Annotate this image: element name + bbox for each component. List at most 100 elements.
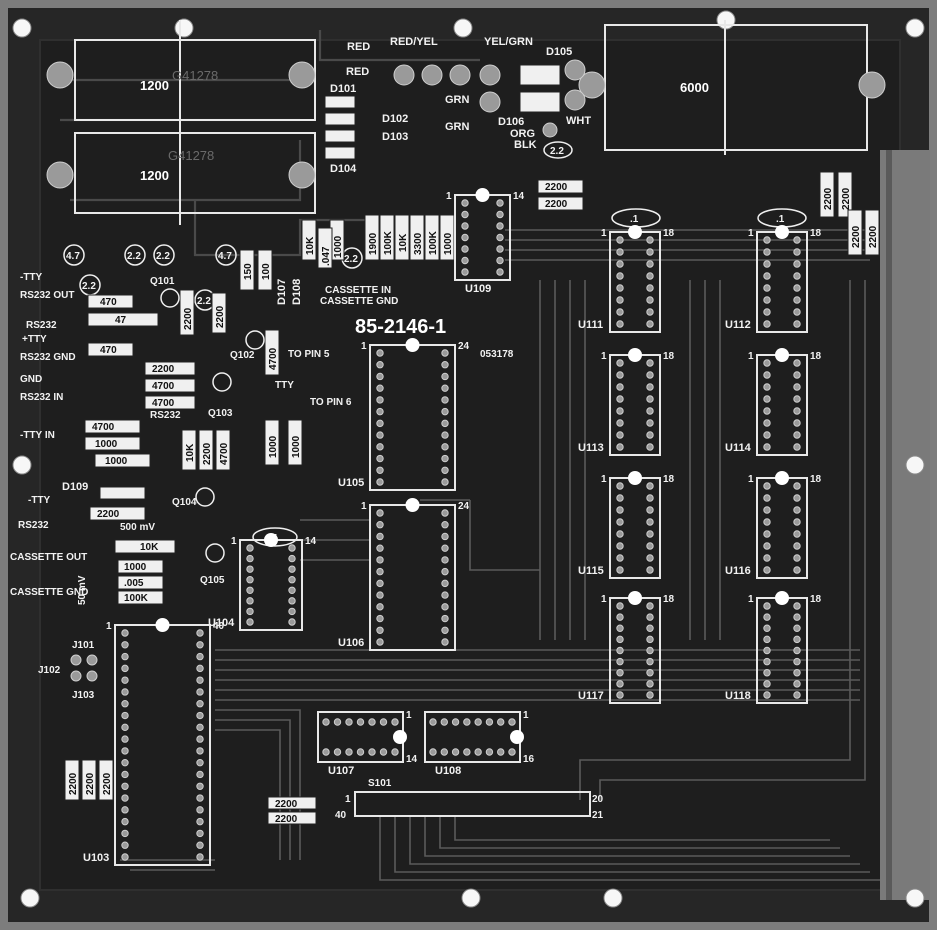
chip-pin	[121, 688, 129, 696]
chip-pin	[763, 635, 771, 644]
chip-pin	[196, 829, 204, 838]
chip-pin	[461, 233, 469, 242]
chip-pin	[616, 320, 624, 328]
pin1-marker	[775, 348, 789, 362]
svg-text:10K: 10K	[185, 443, 196, 462]
svg-text:2200: 2200	[102, 772, 113, 795]
svg-text:CASSETTE OUT: CASSETTE OUT	[10, 552, 87, 563]
chip-pin	[288, 618, 296, 626]
chip-pin	[121, 806, 129, 814]
chip-pin	[793, 624, 801, 632]
svg-text:2200: 2200	[275, 799, 298, 810]
chip-pin	[616, 566, 624, 574]
chip-pin	[196, 652, 204, 661]
chip-pin	[763, 518, 771, 526]
chip-pin	[616, 657, 624, 666]
date-code: 053178	[480, 349, 514, 360]
chip-pin	[196, 629, 204, 637]
chip-pin	[646, 602, 654, 610]
chip-pin	[763, 260, 771, 268]
chip-pin	[616, 260, 624, 268]
chip-pin-b: 18	[663, 474, 675, 485]
chip-pin	[616, 371, 624, 379]
svg-text:Q102: Q102	[230, 350, 255, 361]
chip-pin	[376, 521, 384, 529]
chip-pin	[646, 542, 654, 550]
chip-pin	[451, 718, 460, 726]
chip-pin	[763, 284, 771, 292]
pin1-marker	[510, 730, 524, 744]
chip-pin	[376, 419, 384, 428]
chip-pin	[461, 256, 469, 265]
chip-pin	[288, 554, 296, 563]
chip-pin	[793, 260, 801, 268]
chip-pin	[441, 603, 449, 611]
chip-pin	[793, 371, 801, 379]
svg-text:100K: 100K	[383, 230, 394, 255]
pin1-marker	[475, 188, 490, 202]
chip-pin-a: 1	[601, 351, 607, 362]
svg-text:GND: GND	[20, 374, 42, 385]
chip-pin	[646, 506, 654, 514]
chip-pin-a: 1	[106, 621, 112, 632]
chip-ref: U107	[328, 765, 354, 777]
svg-text:2200: 2200	[215, 305, 226, 328]
chip-pin	[646, 371, 654, 379]
chip-pin	[196, 806, 204, 814]
chip-pin	[121, 711, 129, 720]
chip-pin	[376, 466, 384, 474]
chip-pin	[646, 613, 654, 621]
chip-pin	[616, 518, 624, 526]
chip-pin	[763, 646, 771, 655]
chip-pin	[441, 591, 449, 599]
svg-text:S101: S101	[368, 778, 392, 789]
chip-pin	[496, 245, 504, 253]
chip-pin	[646, 296, 654, 304]
chip-pin	[333, 718, 342, 726]
chip-pin	[646, 530, 654, 538]
chip-pin	[121, 817, 129, 826]
chip-pin	[376, 614, 384, 623]
svg-text:RS232: RS232	[26, 320, 57, 331]
chip-pin-a: 1	[601, 228, 607, 239]
chip-pin	[121, 629, 129, 637]
chip-pin	[474, 718, 482, 726]
chip-pin	[763, 554, 771, 562]
chip-pin	[121, 758, 129, 767]
svg-text:4700: 4700	[152, 381, 175, 392]
chip-pin	[345, 748, 353, 756]
chip-pin	[763, 482, 771, 490]
chip-pin	[793, 443, 801, 451]
chip-pin	[646, 482, 654, 490]
chip-pin	[497, 718, 505, 726]
chip-pin	[376, 544, 384, 552]
chip-pin	[376, 567, 384, 576]
chip-pin	[196, 723, 204, 732]
chip-pin	[379, 748, 388, 756]
chip-pin	[763, 395, 771, 403]
chip-ref: U104	[208, 617, 235, 629]
chip-pin-b: 24	[458, 501, 470, 512]
chip-pin-b: 18	[810, 228, 822, 239]
chip-pin	[288, 597, 296, 605]
capacitor-c2: 1200 G41278	[46, 132, 316, 214]
chip-ref: U118	[725, 690, 751, 702]
svg-text:1000: 1000	[291, 435, 302, 458]
diode-d105: D105	[546, 46, 572, 58]
svg-text:2.2: 2.2	[156, 251, 170, 262]
chip-pin	[441, 614, 449, 623]
chip-pin	[763, 443, 771, 451]
chip-pin	[196, 817, 204, 826]
chip-pin	[763, 371, 771, 379]
svg-text:.047: .047	[321, 246, 332, 266]
svg-text:4700: 4700	[92, 422, 115, 433]
chip-pin	[616, 236, 624, 244]
chip-pin	[246, 544, 254, 552]
chip-pin	[616, 554, 624, 562]
chip-pin	[440, 718, 448, 726]
chip-ref: U116	[725, 565, 751, 577]
chip-pin	[461, 210, 469, 219]
